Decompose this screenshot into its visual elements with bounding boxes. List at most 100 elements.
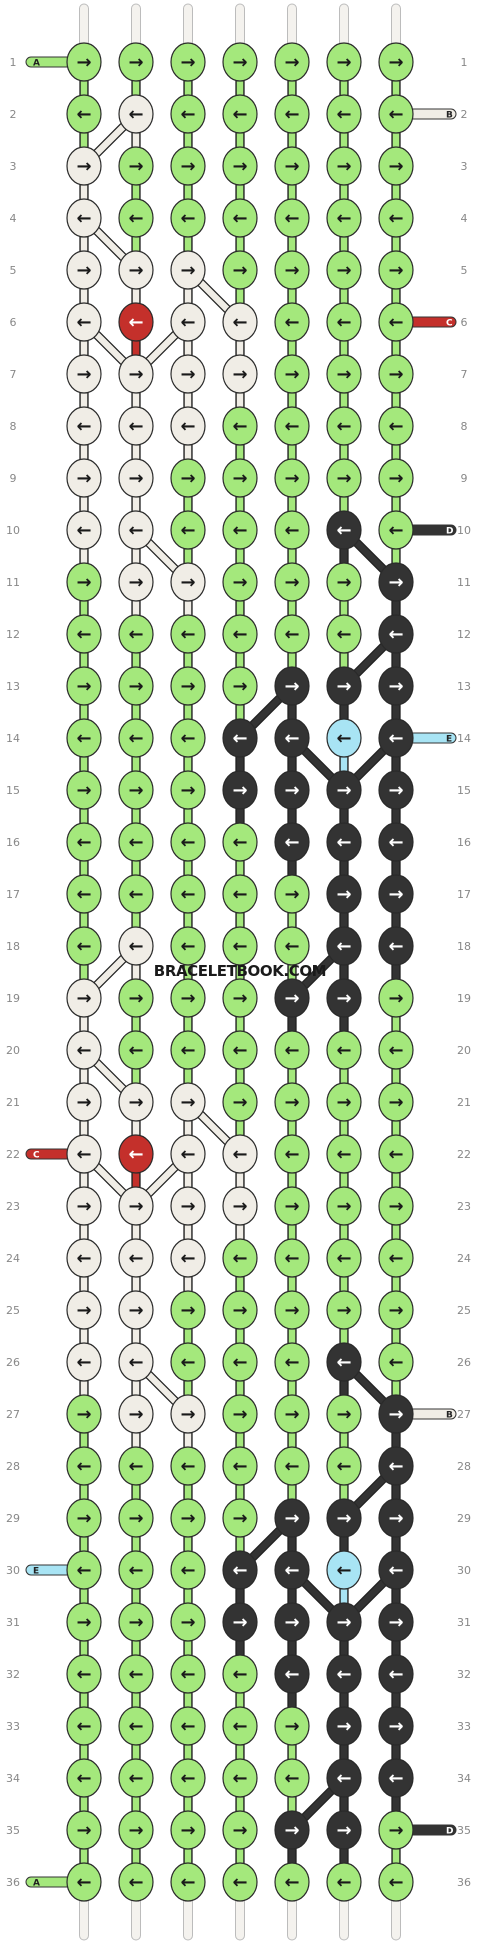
knot[interactable]: ← [66, 1134, 102, 1174]
knot[interactable]: ← [118, 94, 154, 134]
knot[interactable]: → [378, 1706, 414, 1746]
knot[interactable]: ← [66, 718, 102, 758]
knot[interactable]: ← [378, 510, 414, 550]
knot[interactable]: → [378, 978, 414, 1018]
knot[interactable]: ← [378, 1654, 414, 1694]
knot[interactable]: ← [170, 718, 206, 758]
knot[interactable]: ← [66, 1550, 102, 1590]
knot[interactable]: ← [118, 1758, 154, 1798]
knot[interactable]: → [118, 978, 154, 1018]
knot[interactable]: ← [118, 1446, 154, 1486]
knot[interactable]: → [222, 146, 258, 186]
knot[interactable]: → [274, 666, 310, 706]
knot[interactable]: ← [170, 94, 206, 134]
knot[interactable]: → [326, 770, 362, 810]
knot[interactable]: ← [170, 1758, 206, 1798]
knot[interactable]: ← [378, 1030, 414, 1070]
knot[interactable]: → [118, 354, 154, 394]
knot[interactable]: ← [118, 510, 154, 550]
knot[interactable]: → [170, 146, 206, 186]
knot[interactable]: ← [326, 1446, 362, 1486]
knot[interactable]: → [222, 250, 258, 290]
knot[interactable]: ← [326, 1862, 362, 1902]
knot[interactable]: → [66, 458, 102, 498]
knot[interactable]: → [326, 1498, 362, 1538]
knot[interactable]: → [222, 1290, 258, 1330]
knot[interactable]: ← [378, 1342, 414, 1382]
knot[interactable]: → [274, 42, 310, 82]
knot[interactable]: ← [378, 1862, 414, 1902]
knot[interactable]: → [274, 1082, 310, 1122]
knot[interactable]: ← [170, 1654, 206, 1694]
knot[interactable]: ← [274, 510, 310, 550]
knot[interactable]: → [274, 1810, 310, 1850]
knot[interactable]: → [326, 1706, 362, 1746]
knot[interactable]: → [222, 1602, 258, 1642]
knot[interactable]: ← [66, 1238, 102, 1278]
knot[interactable]: → [378, 42, 414, 82]
knot[interactable]: ← [170, 926, 206, 966]
knot[interactable]: ← [66, 614, 102, 654]
knot[interactable]: ← [274, 822, 310, 862]
knot[interactable]: → [66, 978, 102, 1018]
knot[interactable]: ← [222, 302, 258, 342]
knot[interactable]: → [378, 562, 414, 602]
knot[interactable]: → [274, 1706, 310, 1746]
knot[interactable]: → [66, 1602, 102, 1642]
knot[interactable]: → [170, 458, 206, 498]
knot[interactable]: ← [326, 718, 362, 758]
knot[interactable]: ← [118, 1030, 154, 1070]
knot[interactable]: ← [170, 1706, 206, 1746]
knot[interactable]: → [222, 42, 258, 82]
knot[interactable]: ← [118, 1342, 154, 1382]
knot[interactable]: ← [274, 1550, 310, 1590]
knot[interactable]: → [274, 1290, 310, 1330]
knot[interactable]: ← [118, 718, 154, 758]
knot[interactable]: → [118, 1290, 154, 1330]
knot[interactable]: → [222, 1394, 258, 1434]
knot[interactable]: ← [66, 822, 102, 862]
knot[interactable]: ← [326, 822, 362, 862]
knot[interactable]: ← [274, 406, 310, 446]
knot[interactable]: ← [378, 1550, 414, 1590]
knot[interactable]: → [118, 146, 154, 186]
knot[interactable]: → [118, 250, 154, 290]
knot[interactable]: → [274, 250, 310, 290]
knot[interactable]: → [274, 874, 310, 914]
knot[interactable]: → [66, 146, 102, 186]
knot[interactable]: ← [326, 302, 362, 342]
knot[interactable]: → [222, 1810, 258, 1850]
knot[interactable]: → [326, 1602, 362, 1642]
knot[interactable]: ← [378, 1446, 414, 1486]
knot[interactable]: → [66, 250, 102, 290]
knot[interactable]: → [326, 978, 362, 1018]
knot[interactable]: ← [378, 198, 414, 238]
knot[interactable]: ← [274, 1134, 310, 1174]
knot[interactable]: ← [326, 1550, 362, 1590]
knot[interactable]: → [326, 562, 362, 602]
knot[interactable]: ← [222, 1446, 258, 1486]
knot[interactable]: ← [378, 94, 414, 134]
knot[interactable]: → [378, 250, 414, 290]
knot[interactable]: ← [222, 1654, 258, 1694]
knot[interactable]: → [378, 1290, 414, 1330]
knot[interactable]: → [326, 354, 362, 394]
knot[interactable]: → [66, 770, 102, 810]
knot[interactable]: ← [118, 1862, 154, 1902]
knot[interactable]: → [222, 666, 258, 706]
knot[interactable]: → [326, 42, 362, 82]
knot[interactable]: → [222, 978, 258, 1018]
knot[interactable]: → [66, 1186, 102, 1226]
knot[interactable]: → [274, 1186, 310, 1226]
knot[interactable]: → [118, 1810, 154, 1850]
knot[interactable]: → [170, 562, 206, 602]
knot[interactable]: ← [118, 614, 154, 654]
knot[interactable]: → [66, 562, 102, 602]
knot[interactable]: → [118, 1186, 154, 1226]
knot[interactable]: ← [118, 1550, 154, 1590]
knot[interactable]: ← [118, 1654, 154, 1694]
knot[interactable]: ← [66, 302, 102, 342]
knot[interactable]: → [274, 1602, 310, 1642]
knot[interactable]: → [222, 354, 258, 394]
knot[interactable]: → [118, 1082, 154, 1122]
